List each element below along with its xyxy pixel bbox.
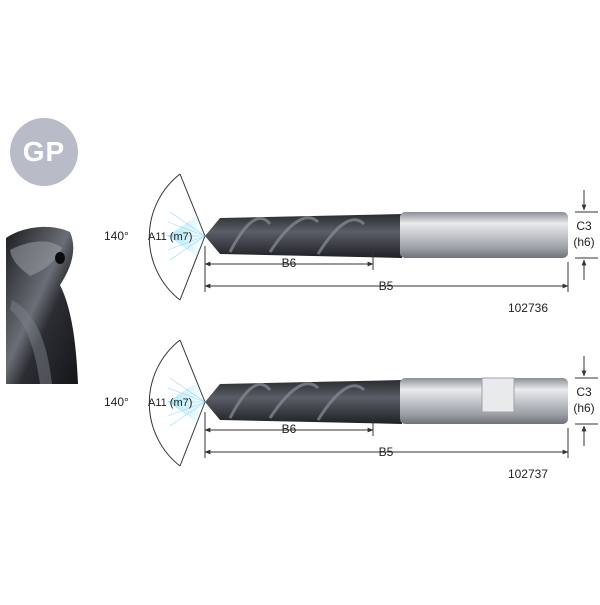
point-angle-arc <box>148 173 181 301</box>
overall-length-label: B5 <box>379 445 394 459</box>
shank-diameter-label: C3 <box>576 219 592 233</box>
drill-shank <box>400 212 568 258</box>
shank-tolerance-label: (h6) <box>573 401 594 415</box>
point-angle-label: 140° <box>104 229 129 243</box>
drill-drawing-weldon-shank: 140° A11 (m7) B6 B5 C3 (h6) 102737 <box>104 339 598 481</box>
flute-length-label: B6 <box>282 422 297 436</box>
point-angle-arc <box>148 339 181 467</box>
drill-flute-body <box>205 380 402 424</box>
flute-length-label: B6 <box>282 256 297 270</box>
point-angle-label: 140° <box>104 395 129 409</box>
weldon-flat <box>481 377 515 413</box>
overall-length-label: B5 <box>379 279 394 293</box>
drill-flute-body <box>205 214 402 258</box>
drill-tip-closeup <box>6 226 78 384</box>
shank-diameter-label: C3 <box>576 385 592 399</box>
article-number: 102736 <box>508 301 548 315</box>
gp-badge: GP <box>10 118 78 186</box>
article-number: 102737 <box>508 467 548 481</box>
diameter-label: A11 (m7) <box>148 231 192 243</box>
drill-drawing-plain-shank: 140° A11 (m7) B6 B5 C3 (h6) 102736 <box>104 173 598 315</box>
diameter-label: A11 (m7) <box>148 397 192 409</box>
shank-tolerance-label: (h6) <box>573 235 594 249</box>
